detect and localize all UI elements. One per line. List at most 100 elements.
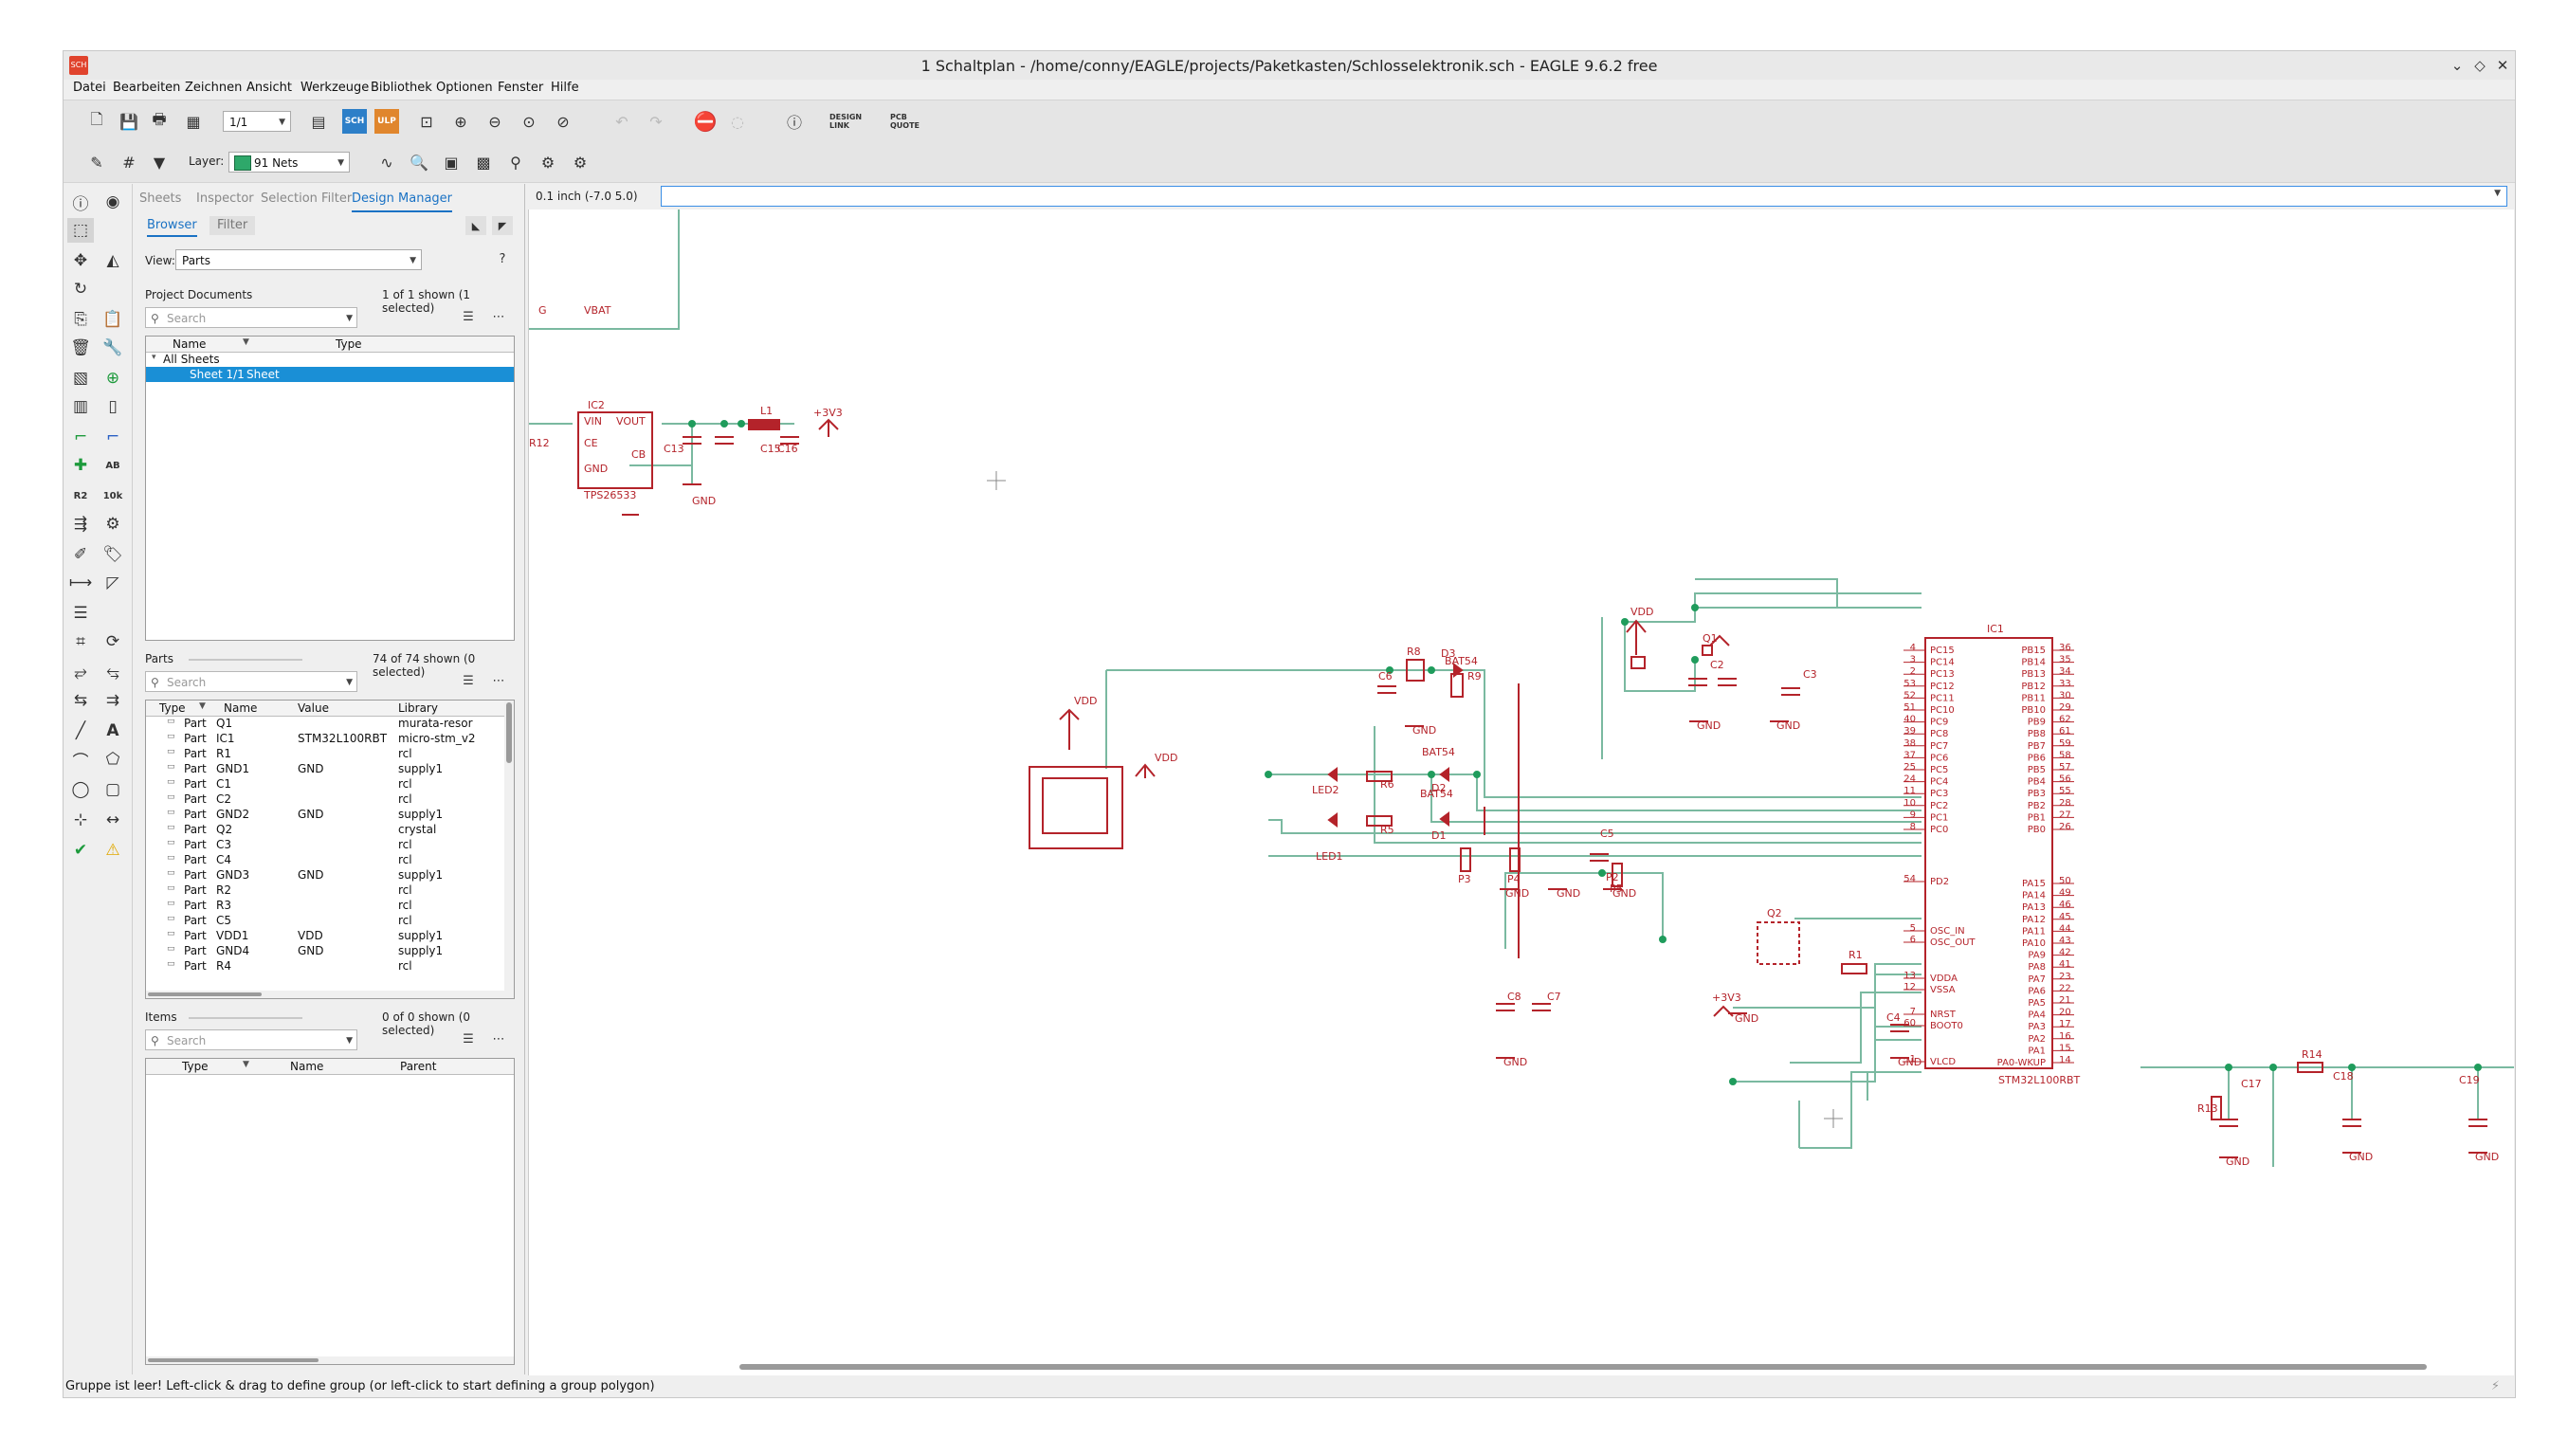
menu-zeichnen[interactable]: Zeichnen [185, 81, 243, 95]
go-icon[interactable]: ◌ [731, 112, 744, 131]
zoom-fit-icon[interactable]: ⊡ [420, 112, 433, 131]
menu-ansicht[interactable]: Ansicht [246, 81, 293, 95]
wrench-tool-icon[interactable]: 🔧 [102, 338, 123, 357]
undo-icon[interactable]: ↶ [615, 112, 628, 131]
route-tool-icon[interactable]: ⌗ [76, 632, 85, 651]
junction-tool-icon[interactable]: ✚ [73, 456, 88, 475]
list-options-icon[interactable]: ☰ [463, 309, 474, 324]
maximize-button[interactable]: ◇ [2474, 57, 2486, 74]
add-part-icon[interactable]: ▧ [72, 369, 89, 388]
text-tool-icon[interactable]: A [106, 721, 119, 740]
label-tool-icon[interactable]: AB [105, 460, 120, 471]
erc-check-icon[interactable]: ✔ [73, 841, 88, 860]
zoom-previous-icon[interactable]: ⊘ [556, 112, 570, 131]
eye-tool-icon[interactable]: ◉ [105, 192, 120, 211]
info-tool-icon[interactable]: ⓘ [72, 194, 89, 214]
subtab-filter[interactable]: Filter [209, 216, 256, 235]
mirror-tool-icon[interactable]: ◭ [106, 251, 119, 270]
wire-bend-icon[interactable]: ∿ [380, 153, 393, 172]
more-options-icon[interactable]: ⋯ [492, 1031, 505, 1046]
menu-fenster[interactable]: Fenster [498, 81, 544, 95]
more-options-icon[interactable]: ⋯ [492, 673, 505, 688]
filter-icon[interactable]: ▼ [153, 153, 166, 172]
layer-select[interactable]: 91 Nets▼ [228, 152, 350, 173]
options-gear-icon[interactable]: ⚙ [573, 153, 588, 172]
info-icon[interactable]: ▣ [444, 153, 459, 172]
value-tool-icon[interactable]: 10k [102, 490, 123, 501]
parts-search[interactable]: ⚲ Search ▼ [145, 671, 357, 692]
warning-icon[interactable]: ⚠ [105, 841, 120, 860]
menu-datei[interactable]: Datei [73, 81, 106, 95]
col-parent[interactable]: Parent [400, 1060, 437, 1073]
col-library[interactable]: Library [398, 701, 438, 715]
new-file-icon[interactable]: 🗋 [90, 109, 103, 128]
collapse-icon[interactable]: ◣ [465, 216, 486, 235]
schematic-drawing[interactable]: IC1 STM32L100RBT IC2 TPS26533 VIN VOUT C… [529, 209, 2514, 1375]
switch-board-button[interactable]: SCH [342, 109, 367, 134]
group-tool-icon[interactable]: ⬚ [67, 218, 94, 243]
more-options-icon[interactable]: ⋯ [492, 309, 505, 324]
line-tool-icon[interactable]: ╱ [75, 721, 86, 740]
close-button[interactable]: ✕ [2496, 57, 2509, 74]
menu-bearbeiten[interactable]: Bearbeiten [113, 81, 181, 95]
miter-tool-icon[interactable]: ◸ [106, 573, 119, 592]
bus-entry-icon[interactable]: ☰ [73, 604, 88, 623]
zoom-out-icon[interactable]: ⊖ [488, 112, 501, 131]
erc-icon[interactable]: ▩ [476, 153, 491, 172]
settings-icon[interactable]: ⚙ [540, 153, 556, 172]
split-tool-icon[interactable]: ✐ [73, 545, 88, 564]
rotate-tool-icon[interactable]: ↻ [73, 280, 88, 299]
copy-tool-icon[interactable]: ⎘ [74, 310, 87, 329]
attribute-tool-icon[interactable]: ⚙ [105, 515, 120, 534]
command-input[interactable]: ▼ [661, 186, 2507, 207]
ripup-tool-icon[interactable]: ⥃ [106, 663, 119, 682]
parts-hscroll-thumb[interactable] [148, 992, 262, 996]
zoom-select-icon[interactable]: ⊙ [522, 112, 536, 131]
col-type[interactable]: Type [159, 701, 186, 715]
connect-tool-icon[interactable]: ⟼ [68, 573, 93, 592]
smash-tool-icon[interactable]: ⇶ [73, 515, 88, 534]
replace-tool-icon[interactable]: ⊕ [105, 369, 120, 388]
parts-vscroll-thumb[interactable] [506, 702, 512, 763]
tab-selection-filter[interactable]: Selection Filter [261, 191, 353, 206]
optimize-tool-icon[interactable]: ⥂ [74, 663, 87, 682]
tree-row-all-sheets[interactable]: ▾ All Sheets [146, 352, 514, 367]
stop-icon[interactable]: ⛔ [693, 110, 718, 133]
list-options-icon[interactable]: ☰ [463, 1031, 474, 1046]
move-tool-icon[interactable]: ✥ [73, 251, 88, 270]
view-select[interactable]: Parts▼ [175, 249, 422, 270]
menu-bibliothek[interactable]: Bibliothek [371, 81, 432, 95]
gate-swap-icon[interactable]: ▥ [72, 397, 89, 416]
paste-tool-icon[interactable]: 📋 [102, 310, 123, 329]
tab-inspector[interactable]: Inspector [196, 191, 254, 206]
parts-vscrollbar[interactable] [504, 701, 514, 998]
project-docs-search[interactable]: ⚲ Search ▼ [145, 307, 357, 328]
show-icon[interactable]: 🔍 [410, 153, 428, 172]
join-tool-icon[interactable]: ⇉ [105, 691, 120, 710]
list-options-icon[interactable]: ☰ [463, 673, 474, 688]
col-type[interactable]: Type [182, 1060, 209, 1073]
dimension-tool-icon[interactable]: ↔ [105, 810, 120, 829]
expand-icon[interactable]: ◤ [492, 216, 513, 235]
save-icon[interactable]: 💾 [119, 112, 138, 131]
eraser-icon[interactable]: ✎ [90, 153, 103, 172]
parts-hscrollbar[interactable] [146, 991, 514, 998]
polygon-tool-icon[interactable]: ⬠ [105, 750, 120, 769]
col-value[interactable]: Value [298, 701, 329, 715]
canvas-hscrollbar[interactable] [529, 1364, 2514, 1372]
tab-design-manager[interactable]: Design Manager [352, 188, 452, 212]
items-hscrollbar[interactable] [146, 1356, 514, 1364]
mark-tool-icon[interactable]: ⊹ [73, 810, 88, 829]
